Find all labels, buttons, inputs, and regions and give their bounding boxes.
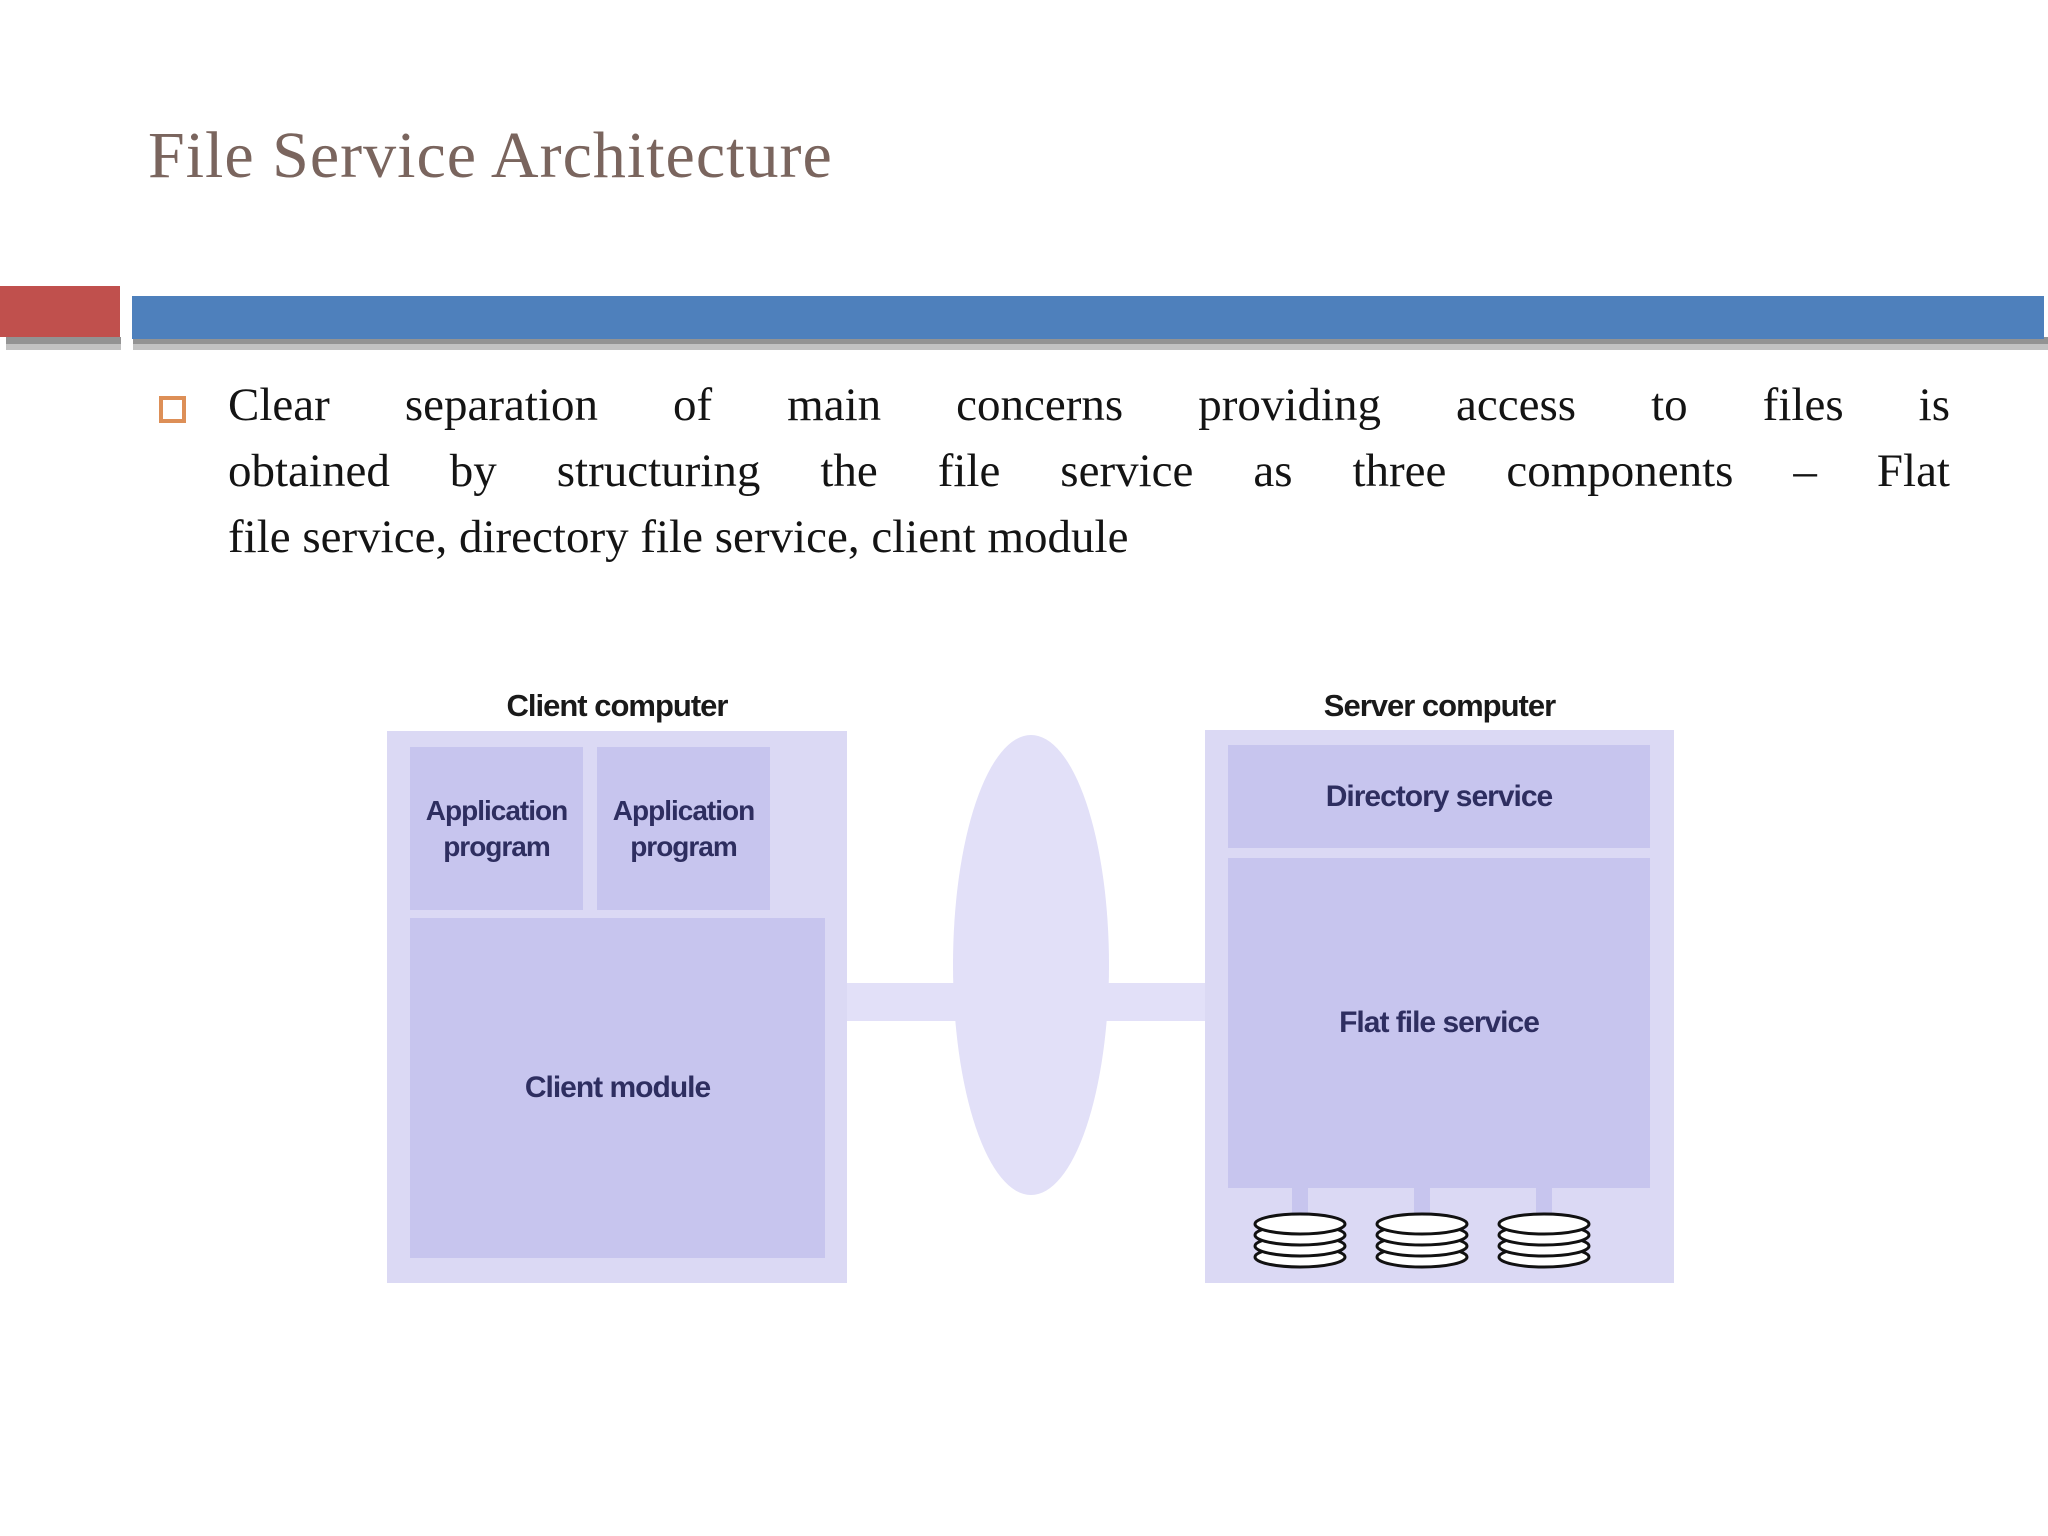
network-ellipse — [953, 735, 1109, 1195]
disk-stack-icon — [1250, 1212, 1350, 1270]
directory-service-box: Directory service — [1228, 745, 1650, 848]
client-module-box: Client module — [410, 918, 825, 1258]
bullet-text-line: file service, directory file service, cl… — [228, 511, 1129, 563]
disk-stack-icon — [1494, 1212, 1594, 1270]
band-shadow — [6, 337, 2048, 344]
bullet-paragraph: Clear separation of main concerns provid… — [228, 372, 1950, 570]
accent-blue-bar — [132, 296, 2044, 339]
bullet-text-line: Clear separation of main concerns provid… — [228, 379, 1950, 431]
bullet-square-icon — [159, 396, 186, 423]
accent-red-block — [0, 286, 120, 337]
client-computer-label: Client computer — [506, 688, 729, 723]
page-title: File Service Architecture — [148, 119, 833, 192]
disk-stack-icon — [1372, 1212, 1472, 1270]
flat-file-service-box: Flat file service — [1228, 858, 1650, 1188]
bullet-text-line: obtained by structuring the file service… — [228, 445, 1950, 497]
server-computer-label: Server computer — [1323, 688, 1556, 723]
application-program-box-2: Application program — [597, 747, 770, 910]
application-program-box-1: Application program — [410, 747, 583, 910]
band-gap — [121, 337, 133, 350]
band-shadow — [6, 344, 2048, 350]
